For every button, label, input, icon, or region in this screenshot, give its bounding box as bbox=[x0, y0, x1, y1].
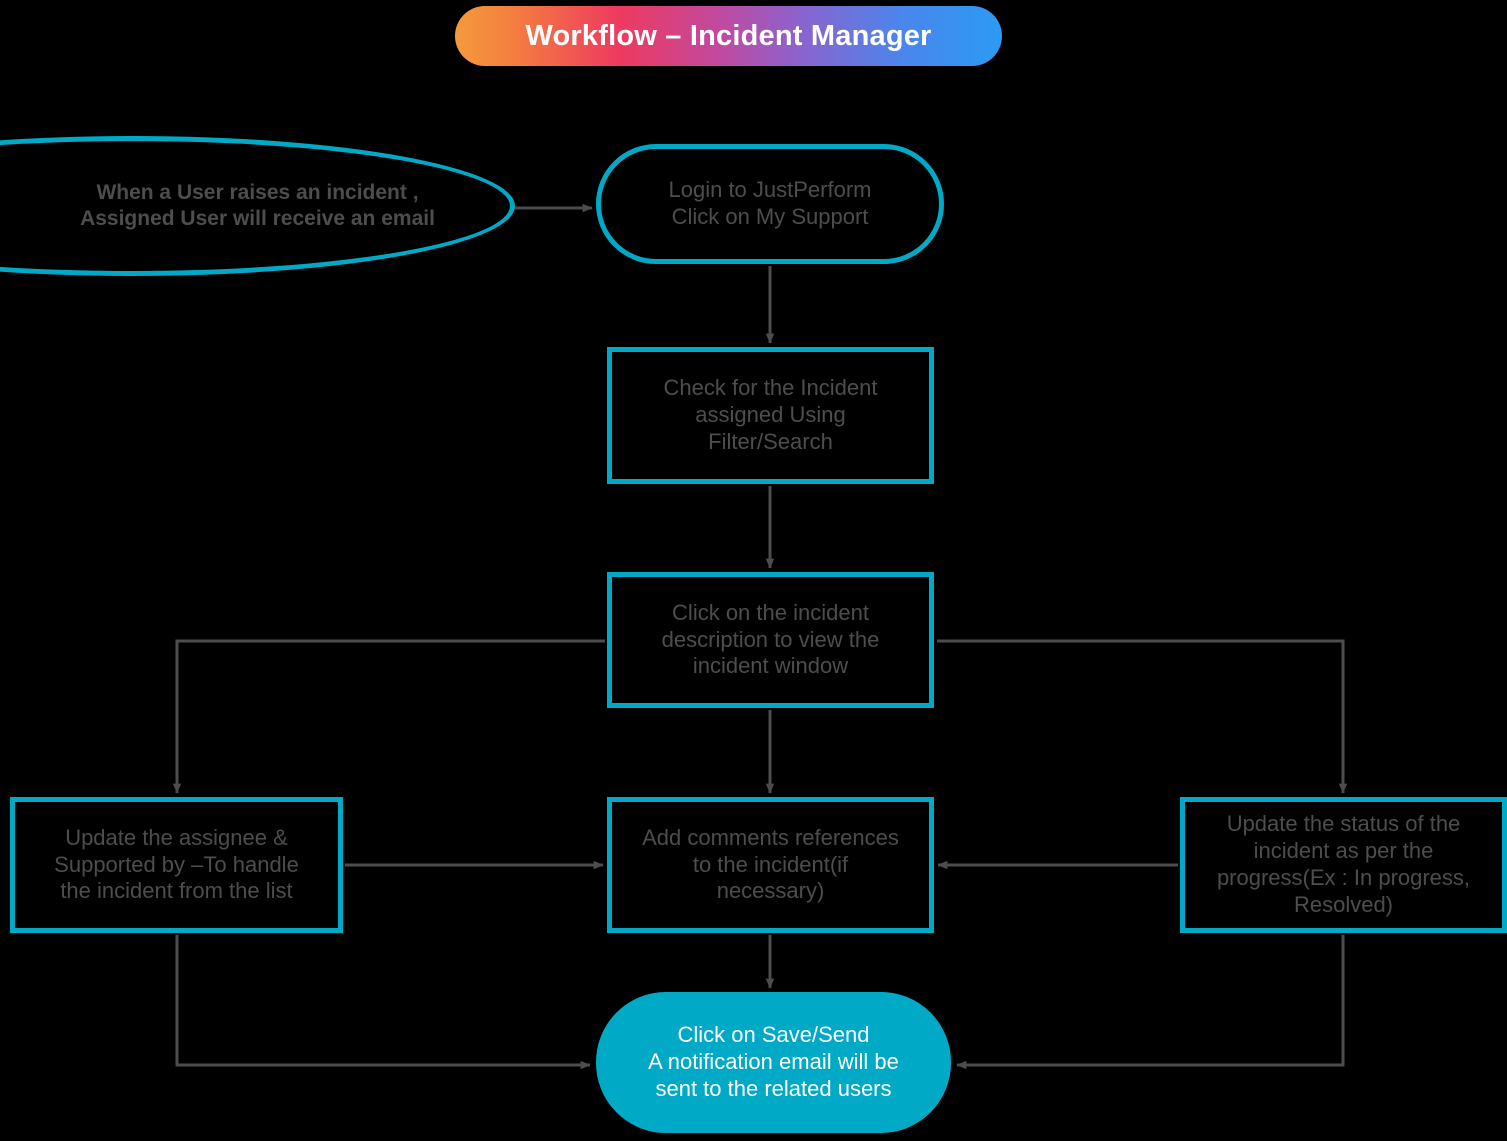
diagram-title-text: Workflow – Incident Manager bbox=[525, 19, 932, 52]
diagram-title-banner: Workflow – Incident Manager bbox=[455, 6, 1002, 66]
node-login[interactable]: Login to JustPerform Click on My Support bbox=[596, 144, 944, 264]
node-trigger[interactable]: When a User raises an incident , Assigne… bbox=[0, 136, 515, 276]
node-trigger-label: When a User raises an incident , Assigne… bbox=[80, 181, 435, 230]
node-update-status-label: Update the status of the incident as per… bbox=[1216, 811, 1471, 917]
node-login-label: Login to JustPerform Click on My Support bbox=[668, 177, 872, 229]
node-add-comments-label: Add comments references to the incident(… bbox=[642, 824, 899, 904]
node-save-send-label: Click on Save/Send A notification email … bbox=[648, 1022, 899, 1101]
node-update-assignee[interactable]: Update the assignee & Supported by –To h… bbox=[10, 797, 343, 933]
edge-assignee-to-save bbox=[175, 935, 591, 1070]
node-update-status[interactable]: Update the status of the incident as per… bbox=[1180, 797, 1507, 933]
node-click-incident[interactable]: Click on the incident description to vie… bbox=[607, 572, 934, 708]
node-check-incident-label: Check for the Incident assigned Using Fi… bbox=[663, 375, 878, 454]
node-update-assignee-label: Update the assignee & Supported by –To h… bbox=[54, 824, 299, 904]
node-add-comments[interactable]: Add comments references to the incident(… bbox=[607, 797, 934, 933]
edge-status-to-save bbox=[956, 935, 1345, 1070]
edge-click-to-assignee bbox=[172, 639, 605, 794]
node-click-incident-label: Click on the incident description to vie… bbox=[661, 599, 880, 679]
edge-click-to-status bbox=[937, 639, 1348, 794]
node-save-send[interactable]: Click on Save/Send A notification email … bbox=[596, 992, 951, 1133]
node-check-incident[interactable]: Check for the Incident assigned Using Fi… bbox=[607, 347, 934, 484]
